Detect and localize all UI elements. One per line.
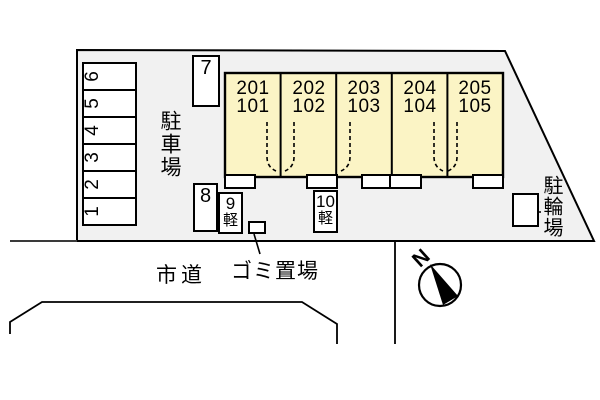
parking-space-10-kei: 10 軽 (313, 190, 338, 233)
door-swing-dashed (447, 122, 458, 172)
entrance-step (306, 174, 338, 189)
parking-stall-6: 6 (82, 62, 137, 91)
unit-205-105-label: 205 105 (458, 78, 492, 117)
unit-202-102-label: 202 102 (292, 78, 326, 117)
entrance-step (361, 174, 393, 189)
unit-201-101-label: 201 101 (236, 78, 270, 117)
door-swing-dashed (433, 122, 444, 172)
north-label: N (408, 245, 435, 272)
door-swing-dashed (284, 122, 295, 172)
door-swing-dashed (340, 122, 351, 172)
parking-stall-2: 2 (82, 170, 137, 199)
city-road-label: 市道 (156, 264, 206, 287)
parking-stall-5: 5 (82, 89, 137, 118)
entrance-step (472, 174, 504, 189)
compass-needle-icon (430, 264, 458, 305)
unit-204-104-label: 204 104 (403, 78, 437, 117)
compass-circle (417, 262, 463, 308)
parking-lot-label: 駐車場 (158, 110, 181, 179)
parking-space-7: 7 (192, 55, 220, 107)
parking-stall-4: 4 (82, 116, 137, 145)
garbage-box (248, 221, 266, 234)
parking-space-9-kei: 9 軽 (218, 192, 243, 234)
door-swing-dashed (266, 122, 277, 172)
road-bottom-edge (9, 301, 338, 344)
parking-stall-1: 1 (82, 197, 137, 226)
entrance-step (224, 174, 256, 189)
parking-stall-column: 6 5 4 3 2 1 (82, 62, 137, 226)
parking-space-8: 8 (193, 183, 218, 232)
garbage-area-label: ゴミ置場 (231, 260, 319, 283)
parking-stall-3: 3 (82, 143, 137, 172)
entrance-step (389, 174, 422, 189)
unit-203-103-label: 203 103 (347, 78, 381, 117)
garbage-leader-line (253, 233, 261, 255)
bicycle-parking-box (512, 193, 539, 227)
bicycle-parking-label: 駐輪場 (540, 175, 562, 238)
